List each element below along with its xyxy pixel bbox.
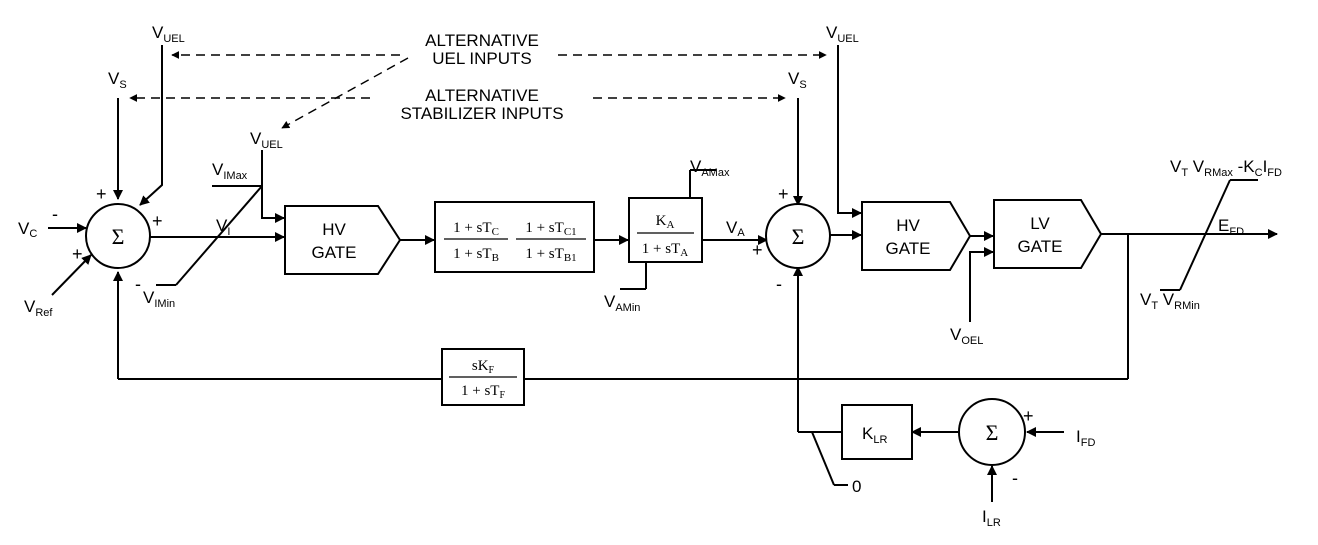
svg-text:+: +	[778, 184, 789, 204]
svg-text:HV: HV	[322, 220, 346, 239]
label-vref: VRef	[24, 297, 53, 319]
klr-gain-block: KLR	[841, 404, 913, 460]
svg-text:+: +	[96, 184, 107, 204]
svg-text:KA: KA	[656, 213, 675, 231]
label-vrmin: VT VRMin	[1140, 290, 1200, 312]
svg-text:-: -	[52, 204, 58, 224]
summing-junction-2: Σ	[765, 203, 831, 269]
label-voel: VOEL	[950, 325, 983, 347]
svg-text:1 + sTC: 1 + sTC	[453, 220, 499, 238]
svg-text:Σ: Σ	[792, 224, 805, 249]
svg-text:Σ: Σ	[112, 224, 125, 249]
lv-gate-block: LV GATE	[993, 199, 1103, 269]
svg-text:+: +	[72, 244, 83, 264]
alternative-input-guides	[129, 51, 827, 129]
svg-text:+: +	[152, 211, 163, 231]
label-vimin: VIMin	[143, 288, 175, 310]
label-ifd: IFD	[1076, 427, 1095, 449]
svg-text:HV: HV	[896, 216, 920, 235]
svg-text:-: -	[135, 274, 141, 294]
label-va: VA	[726, 218, 745, 239]
summing-junction-3: Σ	[958, 398, 1026, 466]
label-vi: VI	[216, 216, 230, 238]
label-zero: 0	[852, 477, 861, 496]
svg-text:GATE: GATE	[311, 243, 356, 262]
signal-wires	[48, 45, 1278, 502]
svg-text:1 + sTB: 1 + sTB	[453, 246, 499, 264]
label-ilr: ILR	[982, 507, 1001, 529]
label-vimax: VIMax	[212, 160, 248, 182]
hv-gate-1-block: HV GATE	[284, 205, 402, 275]
lead-lag-block: 1 + sTC 1 + sTB 1 + sTC1 1 + sTB1	[434, 201, 595, 273]
svg-text:STABILIZER INPUTS: STABILIZER INPUTS	[400, 104, 563, 123]
label-vs-left: VS	[108, 69, 127, 91]
svg-text:LV: LV	[1030, 214, 1050, 233]
svg-text:GATE: GATE	[885, 239, 930, 258]
svg-text:sKF: sKF	[472, 358, 495, 376]
rate-feedback-block: sKF 1 + sTF	[441, 348, 525, 406]
label-vuel-left: VUEL	[152, 23, 185, 45]
label-vamax: VAMax	[690, 157, 730, 179]
junction-signs: - + + + - + + - + -	[52, 184, 1034, 488]
svg-text:ALTERNATIVE: ALTERNATIVE	[425, 31, 539, 50]
svg-text:+: +	[1023, 406, 1034, 426]
svg-text:Σ: Σ	[986, 420, 999, 445]
label-vs-right: VS	[788, 69, 807, 91]
label-vuel-right: VUEL	[826, 23, 859, 45]
label-vc: VC	[18, 219, 37, 240]
label-vamin: VAMin	[604, 292, 640, 314]
svg-text:1 + sTB1: 1 + sTB1	[525, 246, 576, 264]
svg-text:UEL INPUTS: UEL INPUTS	[432, 49, 532, 68]
svg-text:ALTERNATIVE: ALTERNATIVE	[425, 86, 539, 105]
amplifier-block: KA 1 + sTA	[628, 197, 703, 263]
svg-text:+: +	[752, 240, 763, 260]
alternative-input-notes: ALTERNATIVE UEL INPUTS ALTERNATIVE STABI…	[400, 31, 563, 123]
label-efd: EFD	[1218, 216, 1244, 238]
svg-text:1 + sTC1: 1 + sTC1	[525, 220, 576, 238]
label-vrmax: VT VRMax -KCIFD	[1170, 157, 1282, 179]
svg-text:GATE: GATE	[1017, 237, 1062, 256]
svg-text:KLR: KLR	[862, 424, 887, 446]
svg-text:1 + sTA: 1 + sTA	[642, 241, 688, 259]
summing-junction-1: Σ	[85, 203, 151, 269]
hv-gate-2-block: HV GATE	[861, 201, 972, 271]
svg-text:-: -	[776, 274, 782, 294]
svg-text:1 + sTF: 1 + sTF	[461, 383, 505, 401]
svg-text:-: -	[1012, 468, 1018, 488]
label-vuel-mid: VUEL	[250, 129, 283, 151]
signal-labels: VC VRef VS VUEL VUEL VIMax VIMin VI VAMa…	[18, 23, 1282, 529]
